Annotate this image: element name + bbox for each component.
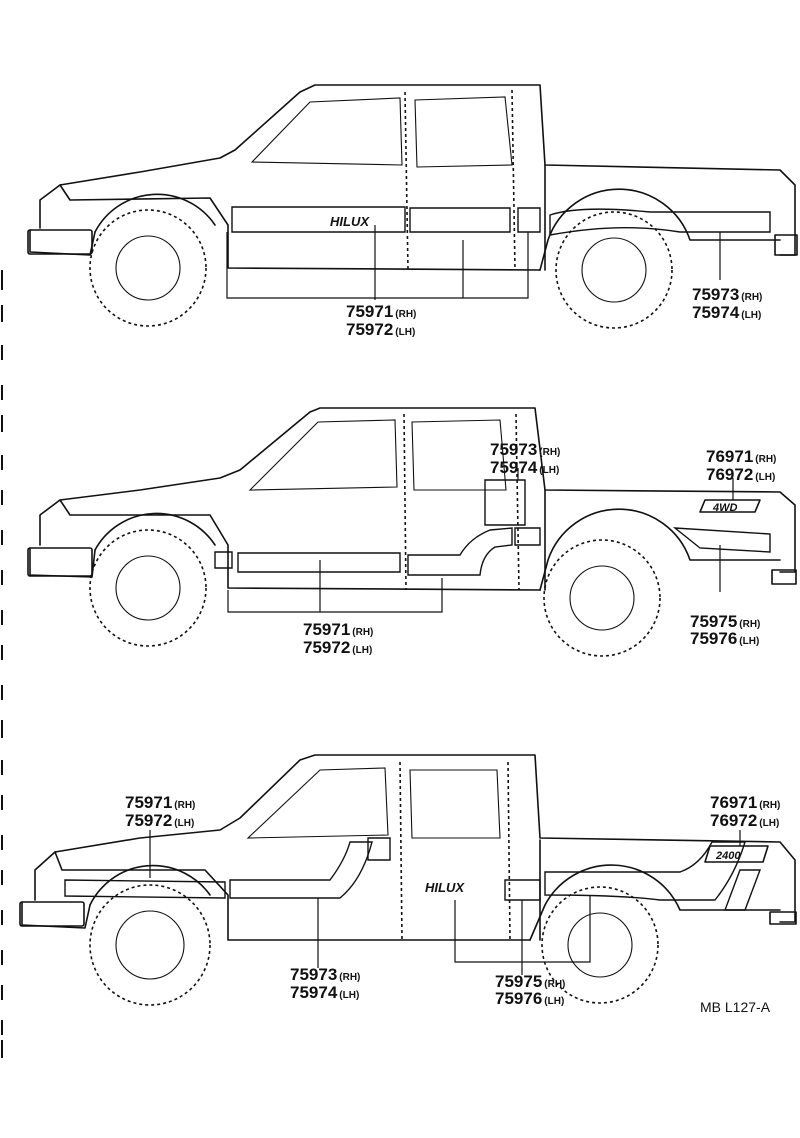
callout-76971-76972-t3: 76971(RH) 76972(LH) xyxy=(710,793,780,830)
svg-text:75974(LH): 75974(LH) xyxy=(490,458,559,477)
svg-text:76971(RH): 76971(RH) xyxy=(710,793,780,812)
svg-text:75974(LH): 75974(LH) xyxy=(692,303,761,322)
truck-view-1: HILUX xyxy=(27,84,798,329)
reference-code: MB L127-A xyxy=(700,999,771,1015)
callout-76971-76972-t2: 76971(RH) 76972(LH) xyxy=(706,447,776,484)
truck-view-3: HILUX 2400 xyxy=(19,754,797,1006)
svg-text:76972(LH): 76972(LH) xyxy=(706,465,775,484)
truck-view-2: 4WD xyxy=(27,407,797,657)
callout-75975-75976-t2: 75975(RH) 75976(LH) xyxy=(690,612,760,648)
svg-text:75974(LH): 75974(LH) xyxy=(290,983,359,1002)
4wd-emblem: 4WD xyxy=(712,502,738,514)
svg-text:75971(RH): 75971(RH) xyxy=(125,793,195,812)
hilux-emblem-3: HILUX xyxy=(425,880,465,895)
svg-text:76971(RH): 76971(RH) xyxy=(706,447,776,466)
svg-text:75973(RH): 75973(RH) xyxy=(490,440,560,459)
svg-text:75975(RH): 75975(RH) xyxy=(495,972,565,991)
svg-text:76972(LH): 76972(LH) xyxy=(710,811,779,830)
2400-badge: 2400 xyxy=(715,850,741,862)
svg-text:75971(RH): 75971(RH) xyxy=(346,302,416,321)
svg-text:75971(RH): 75971(RH) xyxy=(303,620,373,639)
svg-text:75976(LH): 75976(LH) xyxy=(495,989,564,1008)
callout-75971-75972-t3: 75971(RH) 75972(LH) xyxy=(125,793,195,830)
svg-text:75973(RH): 75973(RH) xyxy=(290,965,360,984)
svg-text:75972(LH): 75972(LH) xyxy=(303,638,372,657)
callout-75973-75974-t3: 75973(RH) 75974(LH) xyxy=(290,965,360,1002)
callout-75973-75974-t1: 75973(RH) 75974(LH) xyxy=(692,285,762,322)
svg-text:75973(RH): 75973(RH) xyxy=(692,285,762,304)
callout-75975-75976-t3: 75975(RH) 75976(LH) xyxy=(495,972,565,1008)
svg-text:75976(LH): 75976(LH) xyxy=(690,629,759,648)
svg-text:75972(LH): 75972(LH) xyxy=(346,320,415,339)
svg-text:75972(LH): 75972(LH) xyxy=(125,811,194,830)
hilux-emblem: HILUX xyxy=(330,214,370,229)
callout-75971-75972-t1: 75971(RH) 75972(LH) xyxy=(346,302,416,339)
callout-75973-75974-t2: 75973(RH) 75974(LH) xyxy=(490,440,560,477)
svg-text:75975(RH): 75975(RH) xyxy=(690,612,760,631)
callout-75971-75972-t2: 75971(RH) 75972(LH) xyxy=(303,620,373,657)
